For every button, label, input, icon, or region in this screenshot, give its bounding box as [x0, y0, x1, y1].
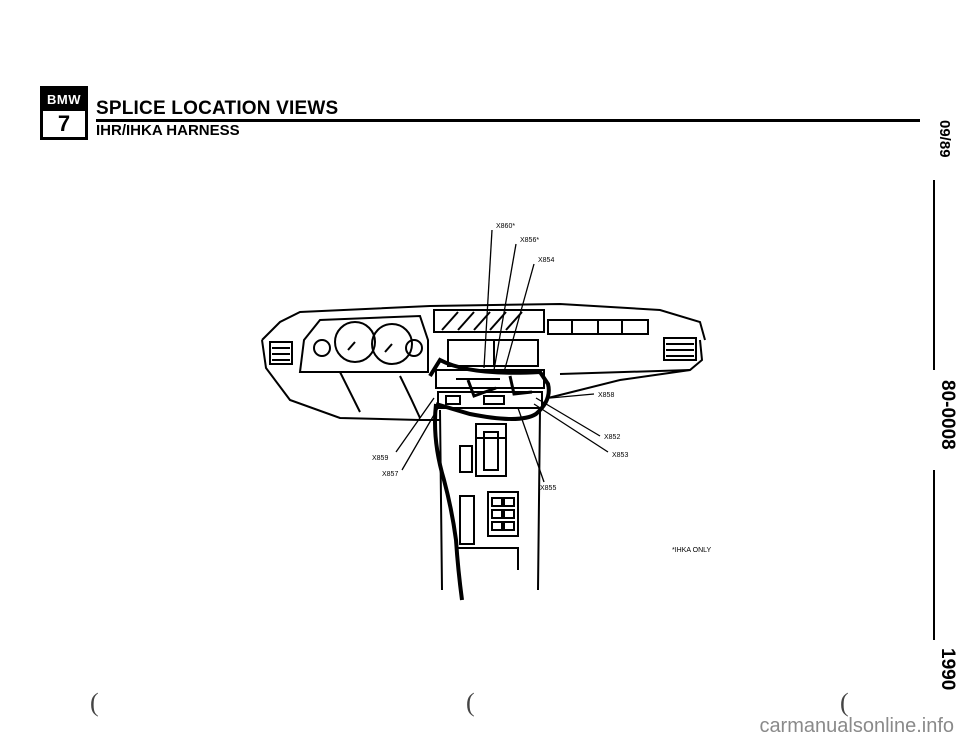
header-rule: [96, 119, 920, 122]
label-x854: X854: [538, 257, 554, 264]
dash-lower-outline: [261, 339, 440, 421]
tachometer: [371, 323, 413, 365]
leader-x852: [535, 397, 601, 437]
right-vent: [663, 337, 697, 361]
left-vent: [269, 341, 293, 365]
label-x859: X859: [372, 455, 388, 462]
bmw-7-series-logo: BMW 7: [40, 86, 88, 140]
binding-mark-left: (: [90, 688, 99, 717]
dash-top-outline: [261, 302, 706, 341]
shifter-gate: [475, 423, 507, 477]
center-console: [439, 409, 541, 591]
steering-area: [339, 371, 361, 413]
side-date: 09/89: [936, 120, 953, 158]
dash-right-lower: [547, 339, 704, 399]
label-x857: X857: [382, 471, 398, 478]
small-gauge-left: [313, 339, 331, 357]
center-top-vent: [433, 309, 545, 333]
leader-x854: [503, 263, 535, 373]
binding-mark-center: (: [466, 688, 475, 717]
cluster-hood: [298, 314, 429, 373]
label-x853: X853: [612, 452, 628, 459]
harness-main: [428, 357, 551, 421]
small-gauge-right: [405, 339, 423, 357]
leader-x858: [549, 393, 595, 399]
speedometer: [334, 321, 376, 363]
side-year: 1990: [937, 648, 958, 690]
label-x858: X858: [598, 392, 614, 399]
binding-mark-right: (: [840, 688, 849, 717]
window-switches: [487, 491, 519, 537]
note-ihka-only: *IHKA ONLY: [672, 547, 711, 554]
leader-x855: [517, 407, 545, 483]
radio-panel: [437, 391, 543, 409]
leader-x856: [493, 243, 517, 371]
harness-down: [433, 403, 464, 601]
leader-x857: [401, 407, 439, 471]
leader-x860: [483, 229, 493, 369]
page-title: SPLICE LOCATION VIEWS: [96, 98, 339, 119]
dash-glovebox: [559, 369, 691, 375]
page-subtitle: IHR/IHKA HARNESS: [96, 122, 240, 139]
logo-brand: BMW: [43, 89, 85, 111]
side-margin: 09/89 80-0008 1990: [933, 120, 958, 690]
logo-series: 7: [57, 111, 71, 136]
label-x855: X855: [540, 485, 556, 492]
leader-x853: [533, 403, 609, 453]
label-x860: X860*: [496, 223, 515, 230]
leader-x859: [395, 397, 435, 453]
side-page-number: 80-0008: [937, 380, 958, 450]
label-x856: X856*: [520, 237, 539, 244]
dashboard-diagram: X860* X856* X854 X858 X852 X853 X855 X85…: [261, 223, 711, 601]
footer-watermark: carmanualsonline.info: [759, 715, 954, 737]
label-x852: X852: [604, 434, 620, 441]
